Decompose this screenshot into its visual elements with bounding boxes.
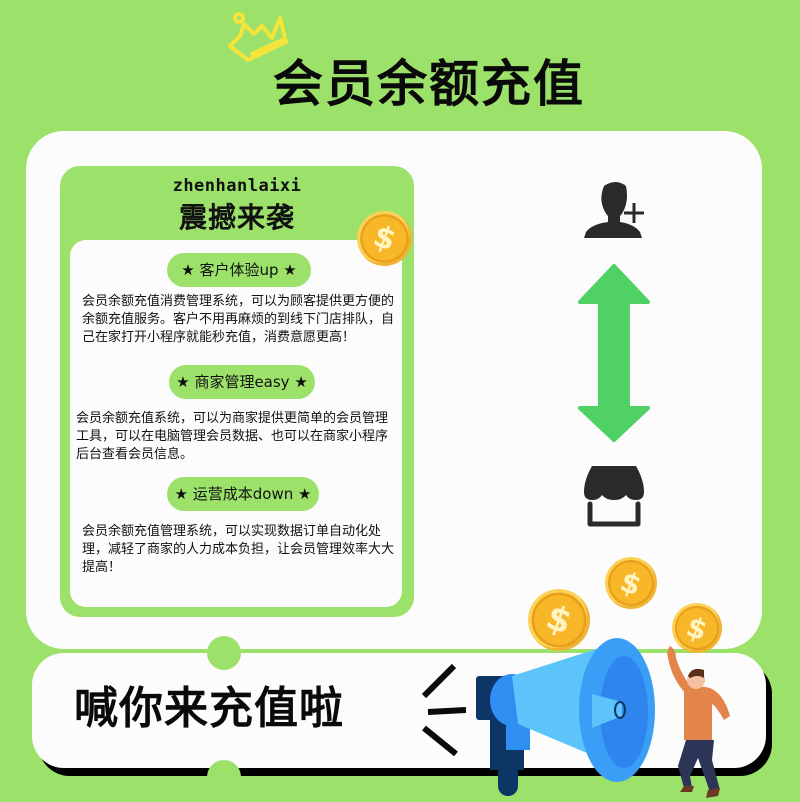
badge-label: 运营成本down xyxy=(192,485,294,503)
star-icon: ★ xyxy=(174,485,188,503)
panel-subtitle: zhenhanlaixi xyxy=(172,176,302,196)
star-icon: ★ xyxy=(298,485,312,503)
badge-label: 商家管理easy xyxy=(194,373,290,391)
dollar-coin-icon: $ xyxy=(357,211,412,266)
dollar-coin-icon: $ xyxy=(605,557,657,609)
badge-operating-cost: ★ 运营成本down ★ xyxy=(167,477,319,511)
section-text: 会员余额充值消费管理系统，可以为顾客提供更方便的余额充值服务。客户不用再麻烦的到… xyxy=(82,294,395,345)
panel-title: 震撼来袭 xyxy=(178,201,295,234)
card-notch xyxy=(207,760,241,794)
megaphone-icon xyxy=(476,638,655,796)
sound-rays-icon xyxy=(421,663,466,756)
dollar-coin-icon: $ xyxy=(528,589,590,651)
star-icon: ★ xyxy=(181,261,195,279)
dollar-coin-icon: $ xyxy=(672,603,722,653)
star-icon: ★ xyxy=(176,373,190,391)
page-title: 会员余额充值 xyxy=(273,55,585,113)
star-icon: ★ xyxy=(294,373,308,391)
slogan-text: 喊你来充值啦 xyxy=(74,683,344,734)
feature-list xyxy=(70,240,402,607)
crown-icon xyxy=(228,12,288,62)
section-text: 会员余额充值系统，可以为商家提供更简单的会员管理工具，可以在电脑管理会员数据、也… xyxy=(76,411,389,462)
add-user-icon xyxy=(584,182,644,238)
section-text: 会员余额充值管理系统，可以实现数据订单自动化处理，减轻了商家的人力成本负担，让会… xyxy=(82,524,395,575)
card-notch xyxy=(207,636,241,670)
star-icon: ★ xyxy=(283,261,297,279)
person-cheering-icon xyxy=(667,646,730,798)
badge-merchant-management: ★ 商家管理easy ★ xyxy=(169,365,315,399)
badge-customer-experience: ★ 客户体验up ★ xyxy=(167,253,311,287)
badge-label: 客户体验up xyxy=(199,261,279,279)
bidirectional-arrow-icon xyxy=(578,264,650,442)
store-icon xyxy=(584,466,644,527)
